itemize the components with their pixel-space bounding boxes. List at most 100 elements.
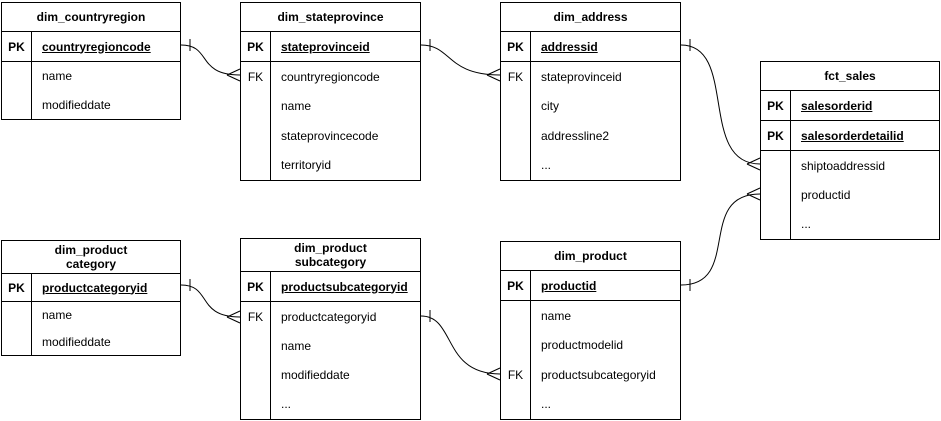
- key-badge-fk: FK: [501, 360, 531, 390]
- field-name: name: [281, 338, 312, 353]
- field-name: addressline2: [541, 128, 610, 143]
- table-row-name[interactable]: name: [501, 301, 680, 331]
- table-row-more[interactable]: ...: [501, 389, 680, 419]
- field-name: addressid: [541, 39, 598, 54]
- key-badge-empty: [241, 389, 271, 419]
- crowfoot-many: [746, 157, 761, 171]
- key-badge-empty: [761, 180, 791, 210]
- table-attribute-rows: shiptoaddressid productid...: [761, 151, 939, 239]
- field-name: stateprovinceid: [541, 69, 622, 84]
- table-row-more[interactable]: ...: [241, 389, 420, 419]
- table-row-countryregioncode[interactable]: PK countryregioncode: [2, 32, 180, 62]
- table-row-name[interactable]: name: [241, 91, 420, 121]
- key-badge-empty: [241, 331, 271, 361]
- field-name: productcategoryid: [281, 309, 377, 324]
- key-badge-pk: PK: [2, 32, 32, 61]
- table-row-name[interactable]: name: [2, 302, 180, 329]
- field-name: name: [541, 308, 572, 323]
- table-row-addressline2[interactable]: addressline2: [501, 121, 680, 151]
- table-row-name[interactable]: name: [241, 331, 420, 361]
- connector-stateprovince-address[interactable]: [420, 39, 501, 82]
- table-row-salesorderdetailid[interactable]: PK salesorderdetailid: [761, 121, 939, 151]
- crowfoot-many: [486, 68, 501, 82]
- table-row-productmodelid[interactable]: productmodelid: [501, 330, 680, 360]
- table-title: dim_stateprovince: [241, 3, 420, 32]
- crowfoot-many: [486, 367, 501, 381]
- field-name: name: [42, 69, 73, 84]
- key-badge-fk: FK: [241, 62, 271, 92]
- key-badge-empty: [2, 90, 32, 119]
- key-badge-empty: [241, 121, 271, 151]
- key-badge-empty: [501, 91, 531, 121]
- table-row-modifieddate[interactable]: modifieddate: [2, 328, 180, 355]
- connector-product-sales[interactable]: [680, 187, 761, 291]
- key-badge-empty: [761, 151, 791, 181]
- field-name: city: [541, 99, 559, 114]
- connector-category-subcategory[interactable]: [180, 279, 241, 324]
- table-row-stateprovinceid[interactable]: FK stateprovinceid: [501, 62, 680, 92]
- table-row-shiptoaddressid[interactable]: shiptoaddressid: [761, 151, 939, 181]
- field-name: stateprovincecode: [281, 128, 379, 143]
- table-row-name[interactable]: name: [2, 62, 180, 91]
- key-badge-empty: [241, 150, 271, 180]
- table-row-addressid[interactable]: PK addressid: [501, 32, 680, 62]
- field-name: productid: [801, 187, 851, 202]
- key-badge-pk: PK: [761, 121, 791, 150]
- crowfoot-many: [746, 187, 761, 201]
- connector-line: [680, 44, 761, 165]
- field-name: territoryid: [281, 158, 332, 173]
- table-row-stateprovincecode[interactable]: stateprovincecode: [241, 121, 420, 151]
- connector-line: [680, 193, 761, 286]
- table-title-line: dim_product: [54, 243, 128, 257]
- crowfoot-many: [226, 68, 241, 82]
- field-name: salesorderdetailid: [801, 128, 904, 143]
- connector-address-sales[interactable]: [680, 39, 761, 171]
- field-name: ...: [541, 397, 552, 412]
- field-name: countryregioncode: [42, 39, 151, 54]
- key-badge-pk: PK: [241, 32, 271, 61]
- connector-line: [420, 44, 501, 76]
- key-badge-pk: PK: [501, 32, 531, 61]
- table-row-modifieddate[interactable]: modifieddate: [241, 360, 420, 390]
- table-row-territoryid[interactable]: territoryid: [241, 150, 420, 180]
- key-badge-empty: [2, 328, 32, 355]
- table-row-more[interactable]: ...: [761, 209, 939, 239]
- table-title: dim_address: [501, 3, 680, 32]
- field-name: name: [281, 99, 312, 114]
- table-title-line: subcategory: [294, 255, 367, 269]
- connector-subcategory-product[interactable]: [420, 310, 501, 381]
- key-badge-pk: PK: [241, 272, 271, 301]
- key-badge-fk: FK: [501, 62, 531, 92]
- table-title-line: dim_stateprovince: [277, 10, 384, 24]
- key-badge-empty: [501, 330, 531, 360]
- table-title-line: dim_product: [554, 249, 627, 263]
- table-row-more[interactable]: ...: [501, 150, 680, 180]
- table-title: dim_countryregion: [2, 3, 180, 32]
- table-row-city[interactable]: city: [501, 91, 680, 121]
- crowfoot-many: [226, 310, 241, 324]
- field-name: modifieddate: [281, 368, 350, 383]
- table-row-productid[interactable]: productid: [761, 180, 939, 210]
- table-row-modifieddate[interactable]: modifieddate: [2, 90, 180, 119]
- connector-countryregion-stateprovince[interactable]: [180, 39, 241, 82]
- key-badge-empty: [241, 360, 271, 390]
